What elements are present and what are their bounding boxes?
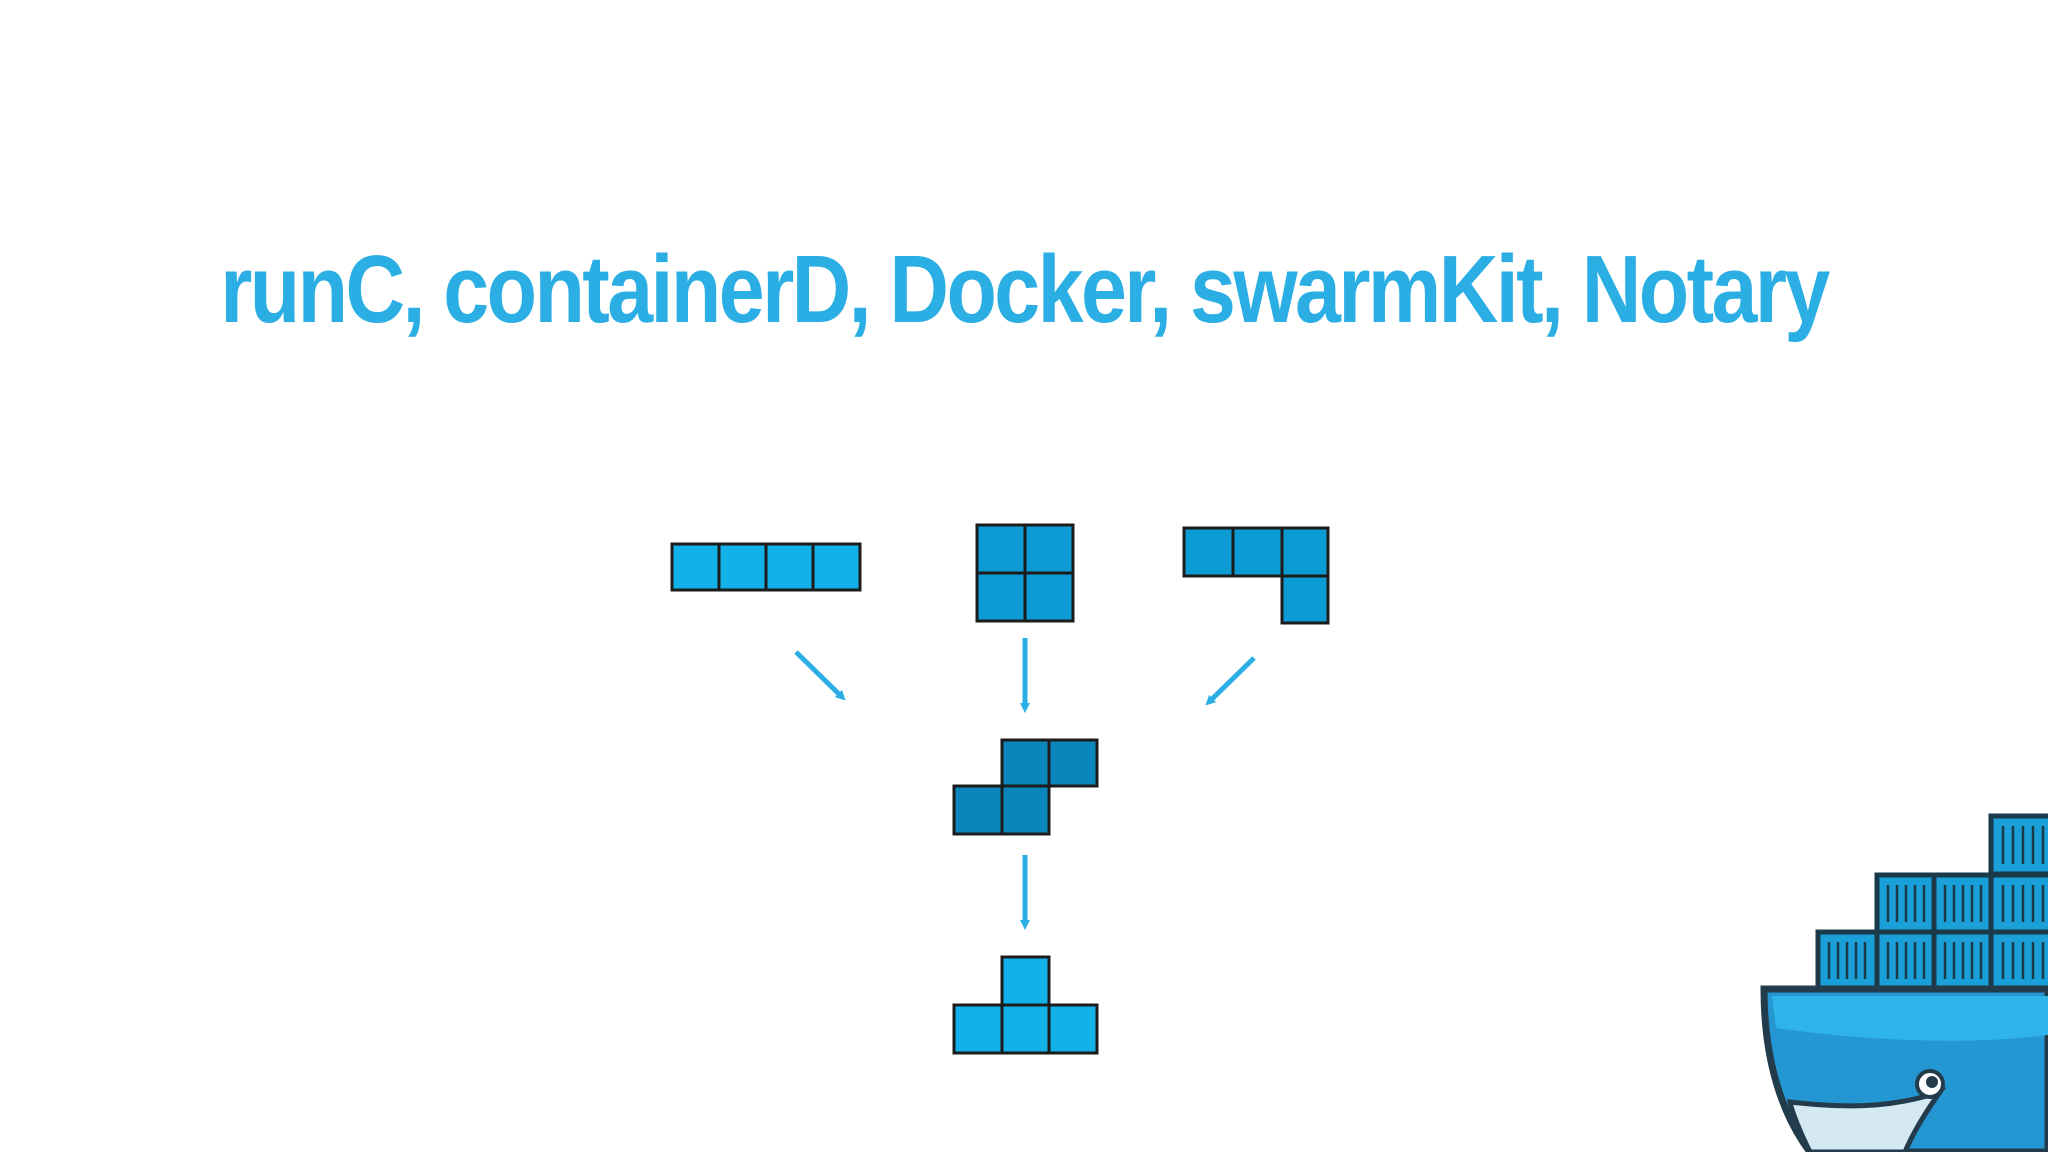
block-piece-square bbox=[975, 523, 1075, 623]
docker-whale-icon bbox=[1760, 813, 2048, 1152]
arrow-icon bbox=[794, 650, 846, 701]
block-piece-l bbox=[1182, 526, 1330, 625]
arrow-icon bbox=[1205, 656, 1256, 706]
slide-title: runC, containerD, Docker, swarmKit, Nota… bbox=[220, 236, 1830, 343]
block-piece-bar bbox=[670, 542, 862, 592]
block-piece-t bbox=[952, 955, 1099, 1055]
block-piece-s bbox=[952, 738, 1099, 836]
